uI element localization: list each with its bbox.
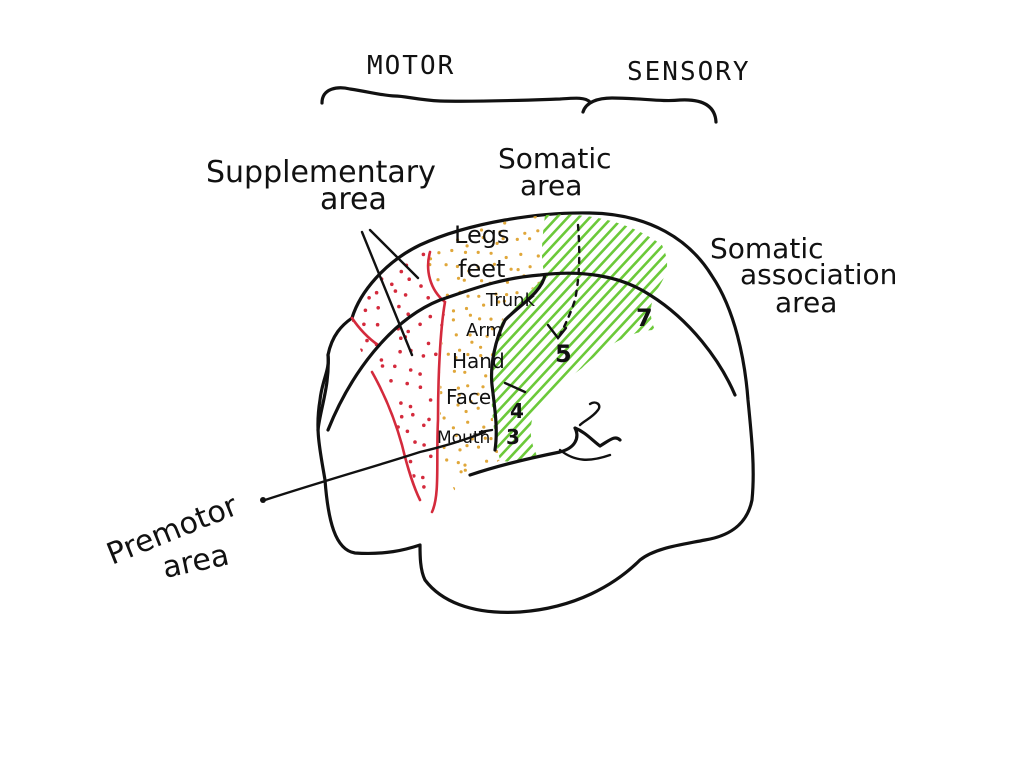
premotor-red-region [352, 250, 448, 511]
face-label: Face [446, 385, 491, 409]
legs-label: Legs [454, 221, 509, 249]
frontal-inner-line [316, 353, 330, 432]
trunk-label: Trunk [485, 290, 536, 311]
mouth-pointer [478, 428, 494, 434]
somatic-label-line2: area [520, 169, 582, 202]
area-5-arrow [546, 323, 568, 340]
premotor-boundary-left [350, 316, 380, 347]
area-number-7: 7 [636, 304, 653, 332]
supplementary-label-line1: Supplementary [206, 155, 436, 190]
somatic-label-line1: Somatic [498, 142, 612, 175]
premotor-pointer-dot [260, 497, 266, 503]
mouth-label: Mouth [437, 428, 490, 448]
sensory-label: SENSORY [627, 57, 751, 87]
supplementary-label-line2: area [320, 182, 387, 217]
association-label-line2: association [740, 258, 897, 291]
sensory-green-region [491, 214, 668, 462]
lateral-surface-line [326, 271, 737, 432]
feet-label: feet [458, 255, 505, 283]
area-number-4: 4 [510, 399, 524, 423]
area-5-dashed [558, 223, 581, 337]
arrow-4 [503, 381, 527, 394]
supplementary-pointer-1 [368, 228, 420, 280]
area-number-5: 5 [555, 340, 572, 368]
association-label-line3: area [775, 286, 837, 319]
arm-label: Arm [466, 320, 503, 341]
temporal-sulcus [558, 448, 612, 461]
association-label-line1: Somatic [710, 232, 824, 265]
hand-label: Hand [452, 349, 505, 373]
central-sulcus [489, 273, 547, 452]
motor-boundary [426, 250, 447, 514]
lateral-fissure [468, 426, 622, 477]
motor-brace [320, 86, 592, 105]
supplementary-pointer-2 [360, 230, 414, 357]
sulcus-branch [578, 401, 601, 427]
premotor-boundary-outer [370, 370, 422, 502]
brain-outline [316, 211, 755, 614]
sensory-brace [581, 96, 718, 124]
area-number-3: 3 [506, 425, 520, 449]
motor-label: MOTOR [367, 51, 455, 81]
premotor-pointer [263, 430, 487, 502]
